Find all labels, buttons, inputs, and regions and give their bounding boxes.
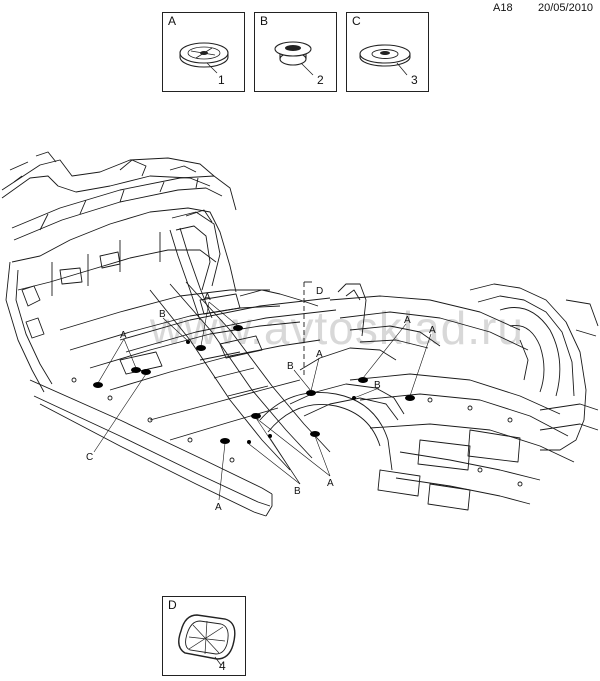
callout-a: A: [120, 330, 127, 341]
detail-box-number: 3: [411, 73, 418, 87]
callout-b: B: [287, 361, 294, 372]
detail-box-letter: D: [168, 598, 177, 612]
plug-marker: [310, 431, 320, 437]
plug-marker: [196, 345, 206, 351]
diagram-date: 20/05/2010: [538, 2, 594, 14]
detail-box-letter: A: [168, 14, 177, 28]
plug-marker: [233, 325, 243, 331]
callout-b: B: [294, 486, 301, 497]
detail-box-b: B 2: [254, 12, 337, 92]
callout-d: D: [316, 286, 323, 297]
callout-a: A: [404, 315, 411, 326]
detail-box-letter: B: [260, 14, 269, 28]
plug-a-icon: [179, 42, 229, 74]
callout-a: A: [204, 292, 211, 303]
plug-marker: [141, 369, 151, 375]
plug-c-icon: [359, 44, 411, 76]
detail-box-c: C 3: [346, 12, 429, 92]
plug-marker: [251, 413, 261, 419]
leader-lines: [93, 301, 432, 501]
callout-a: A: [327, 478, 334, 489]
plug-marker-small: [247, 440, 251, 444]
plug-marker: [358, 377, 368, 383]
diagram-code: A18: [493, 2, 513, 14]
detail-box-a: A 1: [162, 12, 245, 92]
plug-b-icon: [274, 41, 314, 76]
plug-marker: [93, 382, 103, 388]
detail-box-number: 4: [219, 659, 226, 673]
detail-box-letter: C: [352, 14, 361, 28]
body-structure-outline: [1, 151, 599, 517]
detail-box-d: D 4: [162, 596, 246, 676]
watermark-text: www.avtosklad.ru: [149, 302, 524, 354]
callout-a: A: [316, 349, 323, 360]
callout-a: A: [215, 502, 222, 513]
detail-box-number: 2: [317, 73, 324, 87]
callout-b: B: [374, 380, 381, 391]
detail-box-number: 1: [218, 73, 225, 87]
plug-marker: [306, 390, 316, 396]
plug-marker: [405, 395, 415, 401]
callout-a: A: [429, 325, 436, 336]
plug-marker: [220, 438, 230, 444]
callout-b: B: [159, 309, 166, 320]
plug-d-icon: [178, 614, 236, 666]
plug-marker-small: [186, 340, 190, 344]
plug-marker: [131, 367, 141, 373]
callout-c: C: [86, 452, 93, 463]
